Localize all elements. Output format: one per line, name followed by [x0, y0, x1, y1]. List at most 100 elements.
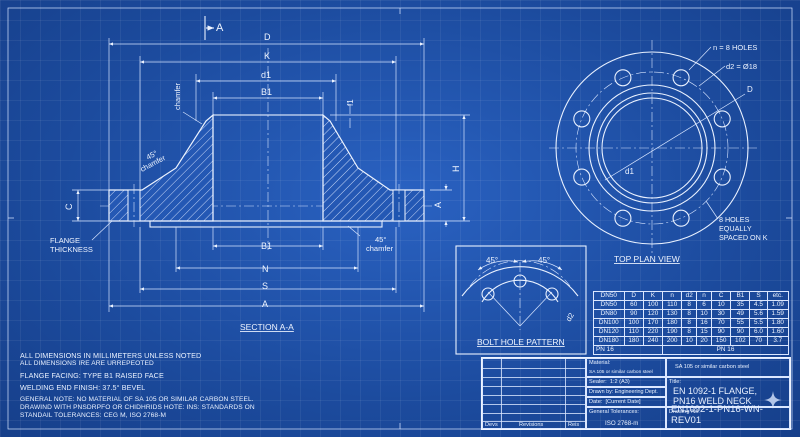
table-header-cell: DN50: [593, 291, 625, 301]
material-label: Material:: [589, 360, 611, 366]
table-cell: 10: [681, 336, 698, 346]
top-bolt-hole: [672, 69, 690, 87]
pattern-angle-1: 45°: [486, 256, 498, 265]
table-cell: 30: [710, 309, 732, 319]
table-cell: 110: [623, 327, 644, 337]
drawing-number: EN1092-1-PN16-WN-REV01: [671, 404, 763, 426]
table-header-cell: S: [749, 291, 768, 301]
table-header-cell: n: [662, 291, 683, 301]
tolerance-value: ISO 2768-m: [605, 420, 639, 427]
bolt-pattern-frame: [455, 245, 587, 355]
border-center-marks: [8, 8, 792, 429]
table-cell: 10: [696, 309, 712, 319]
spacing-label-1: 8 HOLES: [719, 215, 750, 224]
date-cell: Date: [Current Date]: [586, 397, 666, 407]
table-cell: 130: [662, 309, 683, 319]
table-cell: 110: [662, 300, 683, 310]
date-value: [Current Date]: [605, 399, 641, 405]
pattern-angle-2: 45°: [538, 256, 550, 265]
general-notes: ALL DIMENSIONS IN MILLIMETERS UNLESS NOT…: [20, 352, 280, 420]
table-cell: 200: [662, 336, 683, 346]
table-cell: 8: [681, 300, 698, 310]
bolt-pattern-title: BOLT HOLE PATTERN: [477, 337, 565, 347]
hub-circle: [588, 84, 716, 212]
table-cell: 240: [642, 336, 664, 346]
scale-label: Sealer:: [589, 379, 607, 385]
note-line: GENERAL NOTE: NO MATERIAL OF SA 105 OR S…: [20, 396, 254, 403]
revision-grid: Devs Revisions Reis: [482, 358, 586, 429]
table-cell: DN80: [593, 309, 625, 319]
material-value-2: SA 105 or similar carbon steel: [675, 364, 750, 370]
dim-f1: f1: [346, 99, 355, 106]
table-cell: 15: [696, 327, 712, 337]
flange-thickness-label-1: FLANGE: [50, 236, 80, 245]
rev-col-1: Devs: [485, 422, 498, 428]
note-line: DRAWIND WITH PNSDRPFO OR CHIDHRIDS HOTE:…: [20, 404, 255, 411]
table-cell: 3.7: [766, 336, 790, 346]
tolerance-label: General Tolerances:: [589, 409, 639, 415]
spacing-label-2: EQUALLY: [719, 224, 752, 233]
table-cell: 90: [730, 327, 751, 337]
material-cell-2: SA 105 or similar carbon steel: [666, 358, 790, 377]
table-header-cell: d2: [681, 291, 698, 301]
table-footer-left: PN 16: [592, 345, 664, 355]
dim-N: N: [262, 264, 269, 274]
table-cell: 90: [623, 309, 644, 319]
note-line: STANDAIL TOLERANCES: CEG M, ISO 2768-m: [20, 412, 167, 419]
table-cell: 5.6: [749, 309, 768, 319]
top-bolt-hole: [713, 168, 731, 186]
material-value: SA 105 or similar carbon steel: [589, 370, 653, 375]
section-title: SECTION A-A: [240, 322, 294, 332]
table-cell: 102: [730, 336, 751, 346]
table-cell: 8: [681, 318, 698, 328]
note-line: ALL DIMENSIONS IRE ARE URREPEOTED: [20, 360, 154, 367]
pattern-hole-1: [481, 287, 495, 301]
table-cell: 1.60: [766, 327, 790, 337]
table-cell: 1.09: [766, 300, 790, 310]
table-cell: DN180: [593, 336, 625, 346]
table-cell: 8: [681, 309, 698, 319]
rev-col-3: Reis: [568, 422, 580, 428]
bolt-hole-pattern: 45° 45° d2 BOLT HOLE PATTERN: [455, 245, 587, 355]
table-cell: DN50: [593, 300, 625, 310]
table-header-cell: n: [696, 291, 712, 301]
title-block: Devs Revisions Reis Material: SA 105 or …: [481, 357, 791, 430]
dim-K: K: [264, 51, 270, 61]
title-cell: Title: EN 1092-1 FLANGE, PN16 WELD NECK: [666, 377, 790, 407]
table-cell: 100: [623, 318, 644, 328]
table-cell: 90: [710, 327, 732, 337]
left-section-hatch: [108, 113, 214, 222]
outer-circle-D: [555, 51, 749, 245]
title-line-2: PN16 WELD NECK: [673, 396, 752, 406]
table-cell: 10: [710, 300, 732, 310]
table-cell: 20: [696, 336, 712, 346]
title-line-1: EN 1092-1 FLANGE,: [673, 386, 758, 396]
table-cell: 70: [710, 318, 732, 328]
dim-B1-bottom: B1: [261, 241, 272, 251]
table-cell: 220: [642, 327, 664, 337]
top-plan-view: n = 8 HOLES d2 = Ø18 D d1 8 HOLES EQUALL…: [549, 40, 768, 264]
top-D-label: D: [747, 85, 753, 94]
material-cell: Material: SA 105 or similar carbon steel: [586, 358, 666, 377]
table-cell: 190: [662, 327, 683, 337]
top-bolt-hole: [573, 168, 591, 186]
drawn-by: Drawn by: Engineering Dept.: [589, 389, 658, 395]
flange-thickness-label-2: THICKNESS: [50, 245, 93, 254]
top-bolt-hole: [672, 209, 690, 227]
dim-d1: d1: [261, 70, 271, 80]
dim-B1-top: B1: [261, 87, 272, 97]
bevel-chamfer-label-2: chamfer: [366, 244, 394, 253]
top-d1-label: d1: [625, 167, 634, 176]
table-footer-right: PN 16: [662, 345, 789, 355]
note-line: ALL DIMENSIONS IN MILLIMETERS UNLESS NOT…: [20, 351, 202, 360]
section-marker: A: [204, 16, 224, 40]
table-cell: 6: [696, 300, 712, 310]
hole-diameter-label: d2 = Ø18: [726, 62, 757, 71]
holes-count-label: n = 8 HOLES: [713, 43, 757, 52]
title-label: Title:: [669, 379, 681, 385]
